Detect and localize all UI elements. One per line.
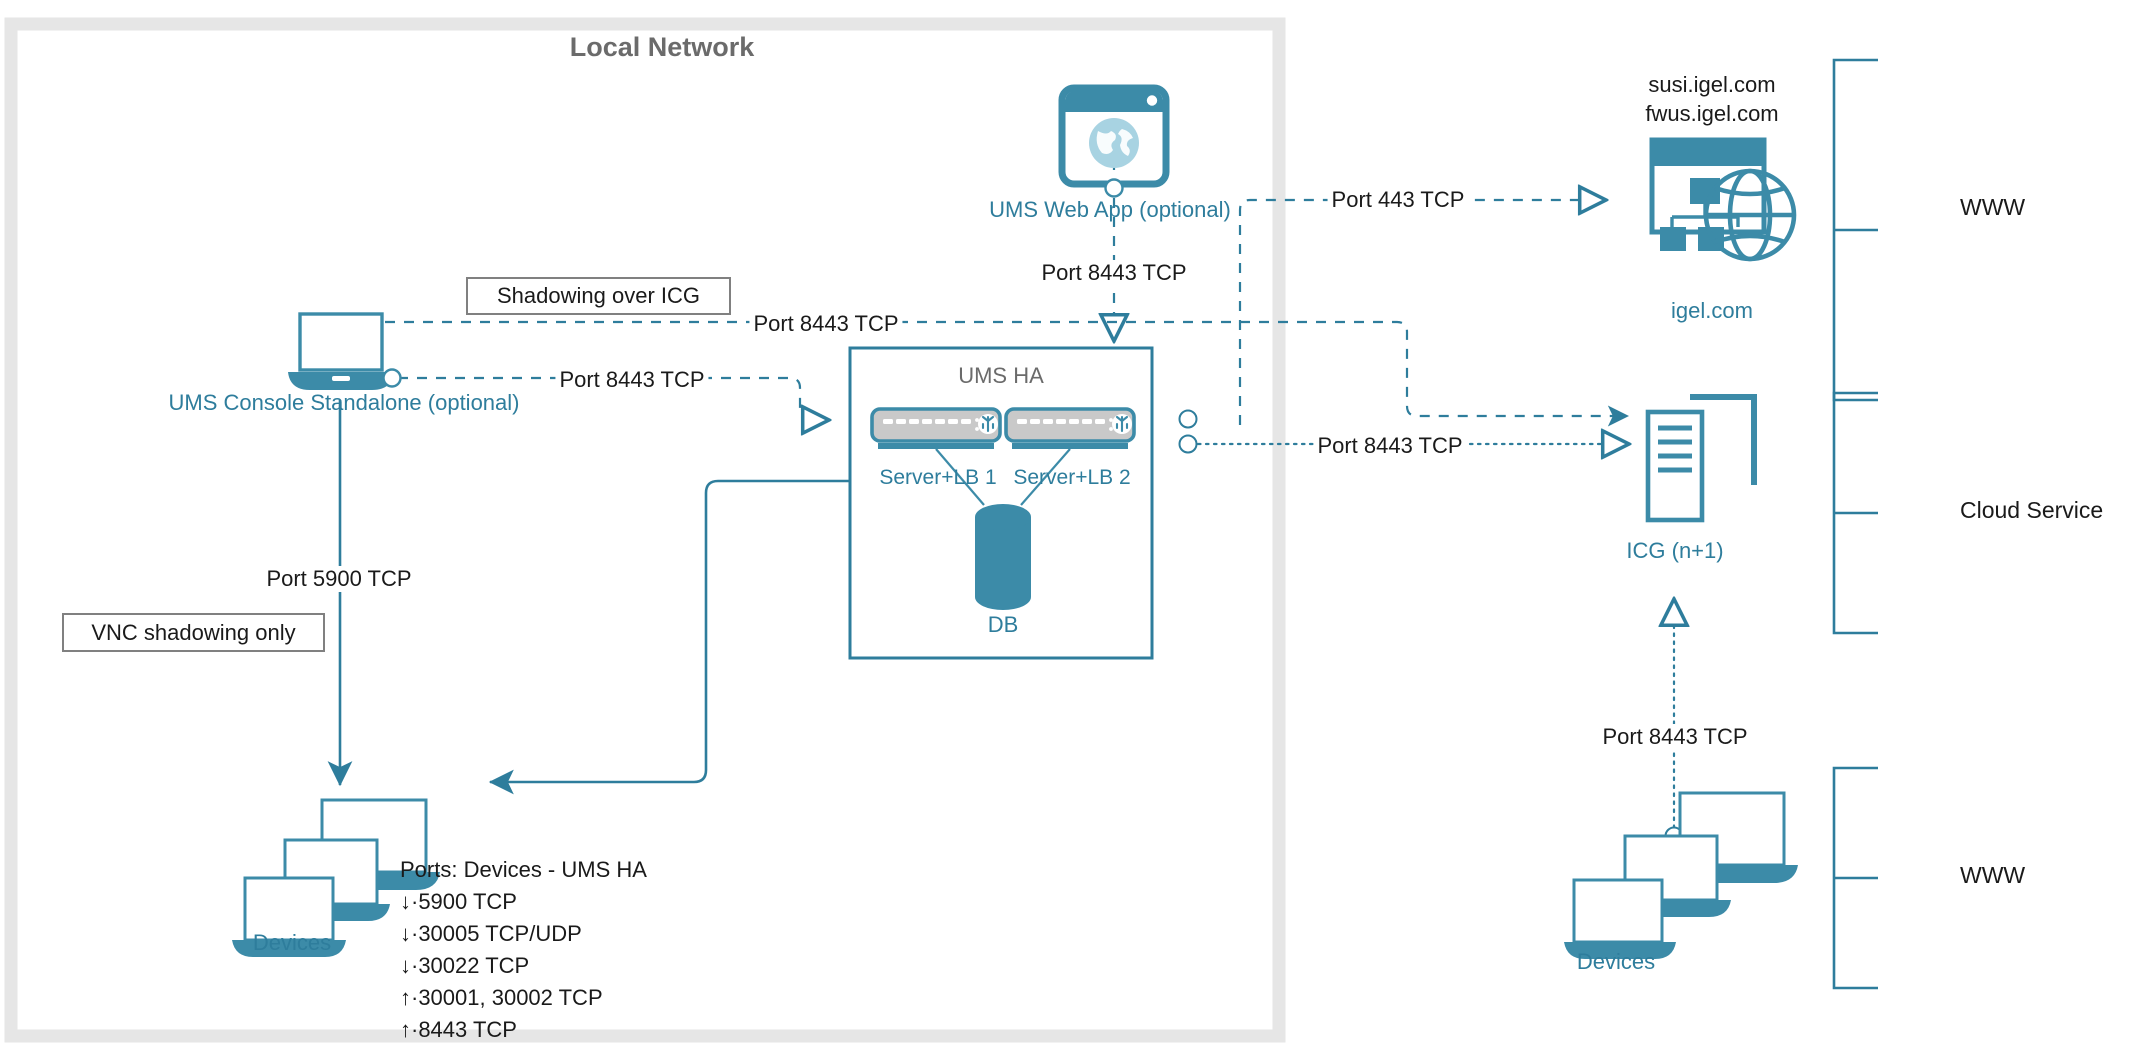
edge-webapp-to-igel: [1238, 200, 1605, 425]
ports-note-line-2: ↓·30005 TCP/UDP: [400, 920, 582, 946]
ums-web-app-icon: [1058, 84, 1170, 198]
ums-console-laptop-icon: [288, 312, 402, 390]
bracket-label-www-bottom: WWW: [1960, 862, 2026, 888]
ports-note-line-1: ↓·5900 TCP: [400, 888, 517, 914]
note-vnc-shadowing-only: VNC shadowing only: [62, 613, 325, 652]
bracket-label-cloud-service: Cloud Service: [1960, 497, 2104, 523]
ums-ha-container: [848, 346, 1154, 660]
ums-web-app-label: UMS Web App (optional): [989, 197, 1231, 222]
local-network-title: Local Network: [569, 32, 755, 62]
server-lb-2-label: Server+LB 2: [1013, 466, 1131, 489]
ports-note-heading: Ports: Devices - UMS HA: [400, 857, 647, 882]
devices-local-label: Devices: [252, 930, 332, 955]
edge-ha-to-devices: [488, 479, 850, 795]
igel-com-label: igel.com: [1671, 298, 1753, 323]
ports-note-line-5: ↑·8443 TCP: [400, 1016, 517, 1042]
devices-remote-label: Devices: [1576, 949, 1656, 974]
ports-note-block: Ports: Devices - UMS HA ↓·5900 TCP ↓·300…: [400, 857, 647, 1043]
igel-host-susi: susi.igel.com: [1648, 72, 1776, 97]
bracket-label-www-top: WWW: [1960, 194, 2026, 220]
ha-connector-port-lower: [1178, 434, 1198, 454]
bracket-cloud-service: [1832, 391, 1878, 635]
server-lb-1-label: Server+LB 1: [879, 466, 997, 489]
ums-ha-label: UMS HA: [958, 363, 1044, 388]
edge-label-webapp-to-igel: Port 443 TCP: [1327, 187, 1469, 213]
edge-console-to-ha: [398, 376, 828, 420]
server-lb-1-icon: [870, 407, 1002, 506]
icg-label: ICG (n+1): [1626, 538, 1724, 563]
local-network-boundary: [4, 17, 1286, 1043]
database-cylinder-icon: [975, 504, 1031, 610]
bracket-www-top: [1832, 58, 1878, 402]
edge-console-shadow-over-icg: [385, 320, 1630, 427]
edge-label-console-to-ha: Port 8443 TCP: [555, 367, 709, 393]
bracket-www-bottom: [1832, 766, 1878, 990]
icg-gateway-icon: [1645, 394, 1757, 523]
server-lb-2-icon: [1004, 407, 1136, 506]
db-label: DB: [987, 612, 1019, 637]
edge-label-ha-to-icg: Port 8443 TCP: [1313, 433, 1467, 459]
devices-local-icon: [232, 798, 440, 957]
ums-console-label: UMS Console Standalone (optional): [168, 390, 520, 415]
note-shadowing-over-icg: Shadowing over ICG: [466, 277, 731, 315]
edge-label-webapp-to-ha: Port 8443 TCP: [1037, 260, 1191, 286]
edge-label-console-shadow-icg: Port 8443 TCP: [749, 311, 903, 337]
igel-web-portal-icon: [1649, 137, 1797, 262]
edge-label-console-to-devices: Port 5900 TCP: [262, 566, 416, 592]
ha-connector-port-upper: [1178, 409, 1198, 429]
ports-note-line-4: ↑·30001, 30002 TCP: [400, 984, 603, 1010]
igel-host-fwus: fwus.igel.com: [1645, 101, 1779, 126]
devices-remote-icon: [1564, 791, 1798, 959]
ports-note-line-3: ↓·30022 TCP: [400, 952, 530, 978]
edge-label-devices-to-icg: Port 8443 TCP: [1598, 724, 1752, 750]
